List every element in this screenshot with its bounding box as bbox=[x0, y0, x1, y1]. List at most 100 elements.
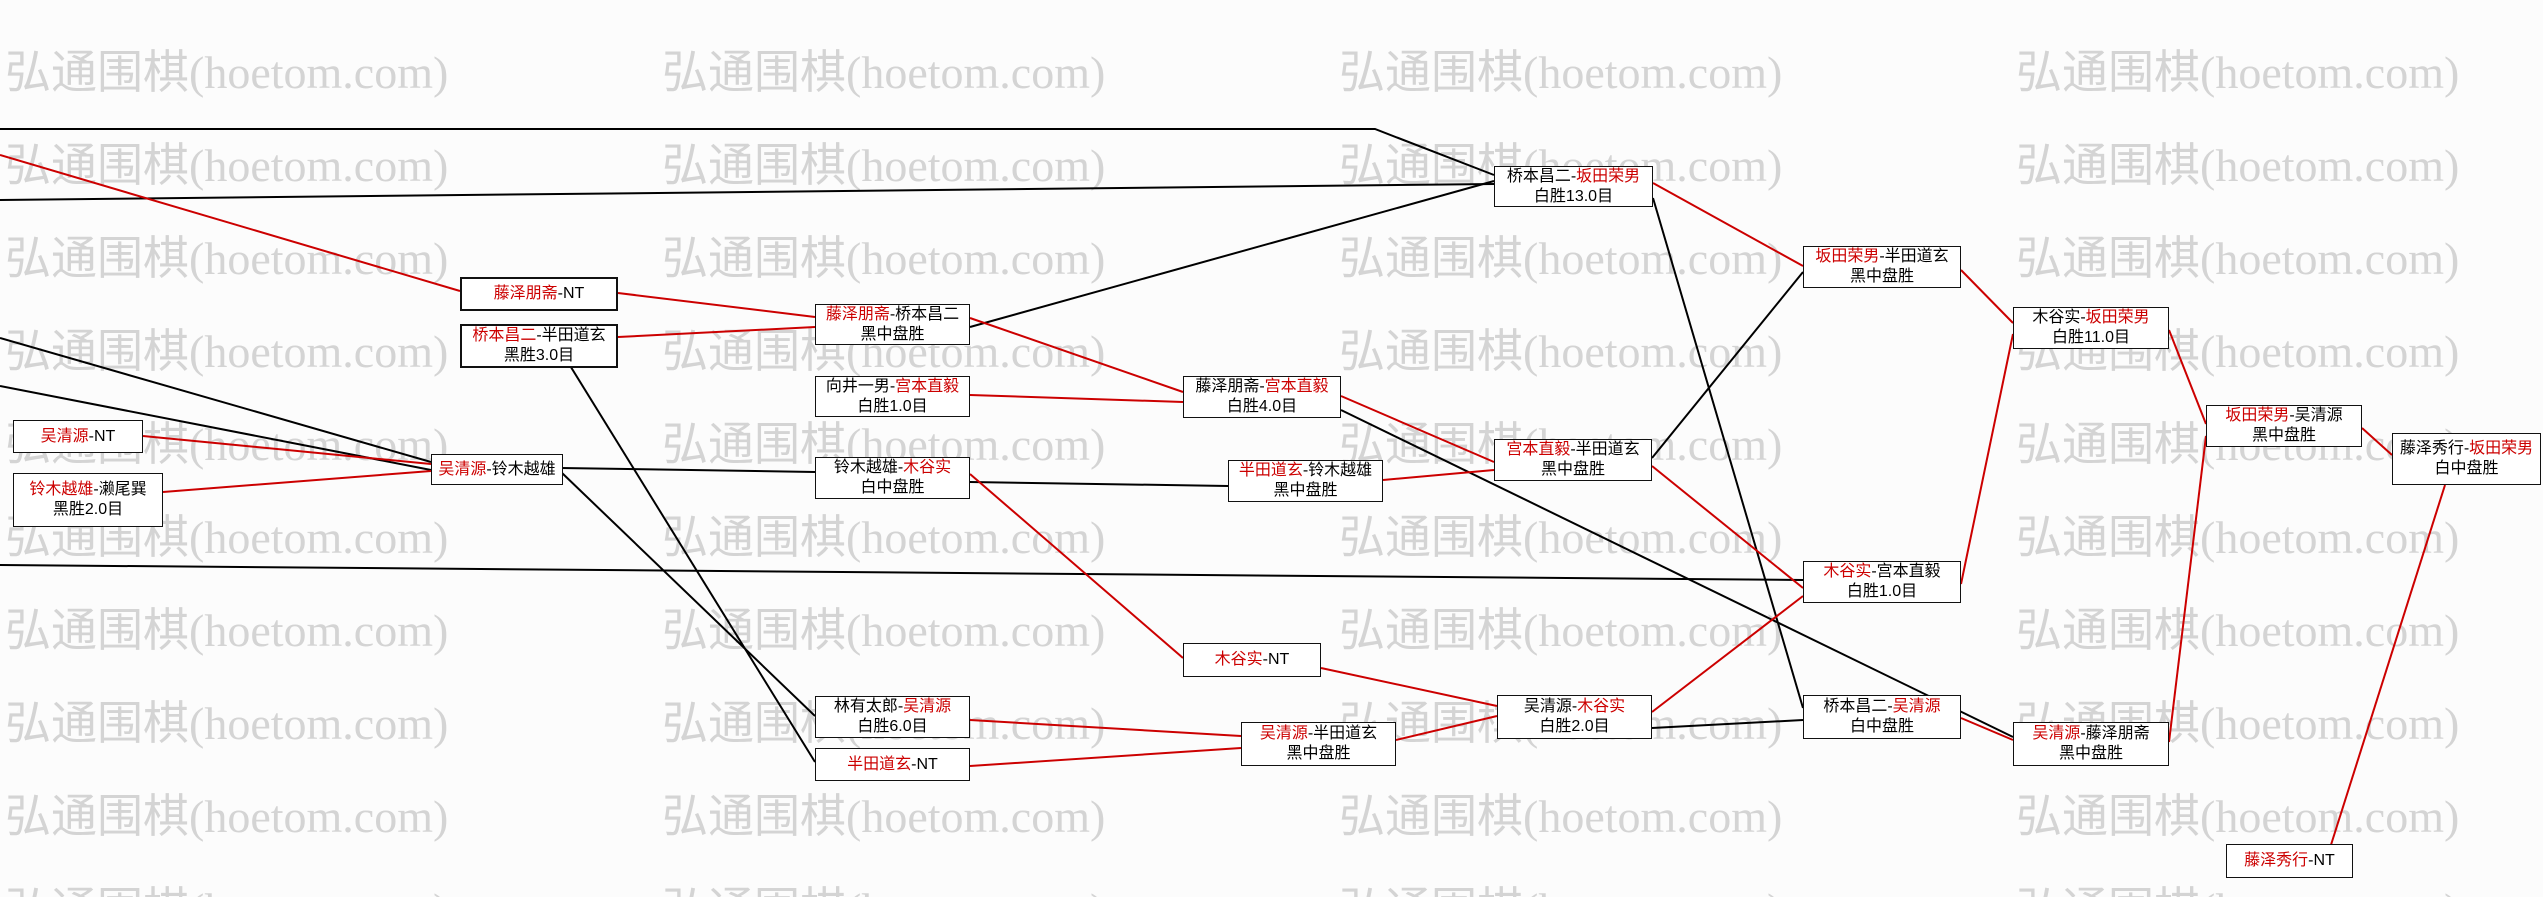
watermark-text: 弘通围棋(hoetom.com) bbox=[2016, 512, 2460, 563]
bracket-line bbox=[560, 350, 816, 763]
name-separator: - bbox=[889, 305, 896, 323]
watermark-text: 弘通围棋(hoetom.com) bbox=[1339, 791, 1783, 842]
winner-path-line bbox=[1651, 465, 1804, 589]
match-box-W[interactable]: 桥本昌二-吴清源白中盘胜 bbox=[1803, 695, 1961, 739]
watermark-text: 弘通围棋(hoetom.com) bbox=[2016, 791, 2460, 842]
match-players: 铃木越雄-木谷实 bbox=[834, 458, 951, 478]
match-players: 藤泽朋斋-NT bbox=[494, 284, 585, 304]
match-box-E[interactable]: 向井一男-宫本直毅白胜1.0目 bbox=[815, 376, 970, 417]
watermark-text: 弘通围棋(hoetom.com) bbox=[5, 791, 449, 842]
winner-name: 木谷实 bbox=[1214, 651, 1263, 668]
match-players: 桥本昌二-吴清源 bbox=[1823, 697, 1940, 717]
match-box-D[interactable]: 藤泽朋斋-桥本昌二黑中盘胜 bbox=[815, 304, 970, 345]
watermark-text: 弘通围棋(hoetom.com) bbox=[662, 47, 1106, 98]
player-name: 半田道玄 bbox=[1313, 725, 1378, 742]
bracket-line bbox=[0, 337, 432, 463]
bracket-line bbox=[1340, 409, 2014, 738]
winner-path-line bbox=[969, 394, 1184, 403]
winner-name: 铃木越雄 bbox=[29, 481, 94, 498]
watermark-text: 弘通围棋(hoetom.com) bbox=[662, 140, 1106, 191]
name-separator: - bbox=[93, 481, 99, 498]
match-result: 黑中盘胜 bbox=[1540, 461, 1605, 478]
watermark-text: 弘通围棋(hoetom.com) bbox=[1339, 512, 1783, 563]
winner-path-line bbox=[2329, 484, 2446, 849]
match-box-N[interactable]: 吴清源-铃木越雄 bbox=[431, 454, 563, 485]
winner-name: 木谷实 bbox=[1823, 563, 1872, 580]
match-box-G[interactable]: 宫本直毅-半田道玄黑中盘胜 bbox=[1494, 439, 1652, 481]
match-box-I[interactable]: 木谷实-坂田荣男白胜11.0目 bbox=[2013, 307, 2169, 349]
name-separator: - bbox=[1871, 563, 1877, 580]
name-separator: - bbox=[536, 327, 542, 344]
winner-name: 宫本直毅 bbox=[1264, 378, 1329, 395]
match-players: 坂田荣男-半田道玄 bbox=[1815, 247, 1948, 267]
watermark-text: 弘通围棋(hoetom.com) bbox=[662, 233, 1106, 284]
match-box-U[interactable]: 吴清源-半田道玄黑中盘胜 bbox=[1241, 722, 1396, 766]
match-box-P[interactable]: 半田道玄-铃木越雄黑中盘胜 bbox=[1228, 460, 1383, 502]
match-box-O[interactable]: 铃木越雄-木谷实白中盘胜 bbox=[815, 457, 970, 499]
match-players: 宫本直毅-半田道玄 bbox=[1506, 440, 1639, 460]
winner-name: 木谷实 bbox=[1577, 698, 1626, 715]
match-box-H[interactable]: 坂田荣男-半田道玄黑中盘胜 bbox=[1803, 246, 1961, 288]
match-result: 白胜6.0目 bbox=[857, 718, 928, 735]
player-name: 桥本昌二 bbox=[895, 305, 960, 323]
match-players: 藤泽秀行-NT bbox=[2244, 851, 2335, 871]
match-players: 林有太郎-吴清源 bbox=[834, 697, 951, 717]
match-box-L[interactable]: 吴清源-NT bbox=[13, 420, 143, 453]
winner-path-line bbox=[1320, 667, 1498, 707]
player-name: 半田道玄 bbox=[1884, 248, 1949, 265]
match-result: 黑胜3.0目 bbox=[503, 347, 575, 364]
name-separator: - bbox=[1307, 725, 1314, 742]
name-separator: - bbox=[1570, 441, 1576, 458]
match-box-Q[interactable]: 木谷实-宫本直毅白胜1.0目 bbox=[1803, 561, 1961, 603]
match-box-V[interactable]: 吴清源-木谷实白胜2.0目 bbox=[1497, 695, 1652, 739]
player-name: 铃木越雄 bbox=[1308, 462, 1373, 479]
winner-path-line bbox=[969, 747, 1242, 767]
winner-name: 藤泽秀行 bbox=[2244, 852, 2309, 869]
match-box-T[interactable]: 木谷实-NT bbox=[1183, 643, 1321, 677]
winner-path-line bbox=[969, 473, 1184, 659]
bracket-line bbox=[0, 385, 432, 471]
match-result: 白中盘胜 bbox=[2434, 460, 2499, 477]
winner-path-line bbox=[1382, 469, 1495, 481]
winner-name: 吴清源 bbox=[1259, 725, 1308, 742]
match-result: 白中盘胜 bbox=[1849, 718, 1914, 735]
winner-path-line bbox=[617, 292, 816, 318]
name-separator: - bbox=[2308, 852, 2314, 869]
match-box-Y[interactable]: 藤泽秀行-NT bbox=[2226, 844, 2353, 878]
match-result: 白胜1.0目 bbox=[1846, 583, 1918, 600]
winner-path-line bbox=[969, 317, 1184, 393]
match-box-R[interactable]: 林有太郎-吴清源白胜6.0目 bbox=[815, 696, 970, 738]
match-players: 木谷实-宫本直毅 bbox=[1823, 562, 1940, 582]
match-players: 木谷实-坂田荣男 bbox=[2032, 308, 2149, 328]
bracket-line bbox=[560, 471, 816, 717]
winner-path-line bbox=[1960, 269, 2014, 324]
name-separator: - bbox=[911, 755, 917, 773]
name-separator: - bbox=[2463, 440, 2470, 457]
match-players: 桥本昌二-坂田荣男 bbox=[1507, 167, 1640, 187]
name-separator: - bbox=[889, 377, 896, 395]
winner-name: 吴清源 bbox=[2032, 725, 2081, 742]
watermark-text: 弘通围棋(hoetom.com) bbox=[662, 605, 1106, 656]
watermark-text: 弘通围棋(hoetom.com) bbox=[1339, 605, 1783, 656]
match-box-K[interactable]: 藤泽秀行-坂田荣男白中盘胜 bbox=[2392, 433, 2541, 485]
match-box-B[interactable]: 藤泽朋斋-NT bbox=[460, 277, 618, 311]
winner-path-line bbox=[1960, 333, 2014, 585]
winner-path-line bbox=[1960, 717, 2014, 741]
winner-name: 坂田荣男 bbox=[1815, 248, 1880, 265]
winner-name: 藤泽朋斋 bbox=[493, 285, 558, 302]
winner-path-line bbox=[969, 719, 1242, 737]
name-separator: - bbox=[2080, 309, 2086, 326]
match-box-A[interactable]: 桥本昌二-坂田荣男白胜13.0目 bbox=[1494, 166, 1653, 207]
match-box-S[interactable]: 半田道玄-NT bbox=[815, 748, 970, 781]
match-players: 藤泽秀行-坂田荣男 bbox=[2400, 439, 2533, 459]
match-players: 吴清源-半田道玄 bbox=[1260, 724, 1377, 744]
match-box-X[interactable]: 吴清源-藤泽朋斋黑中盘胜 bbox=[2013, 722, 2169, 766]
winner-name: 半田道玄 bbox=[1238, 462, 1303, 479]
match-box-J[interactable]: 坂田荣男-吴清源黑中盘胜 bbox=[2206, 405, 2362, 447]
match-result: 黑中盘胜 bbox=[2251, 427, 2316, 444]
match-box-M[interactable]: 铃木越雄-濑尾巽黑胜2.0目 bbox=[13, 473, 163, 527]
match-box-F[interactable]: 藤泽朋斋-宫本直毅白胜4.0目 bbox=[1183, 376, 1341, 418]
match-box-C[interactable]: 桥本昌二-半田道玄黑胜3.0目 bbox=[460, 324, 618, 368]
winner-path-line bbox=[2168, 329, 2207, 425]
winner-name: 坂田荣男 bbox=[2225, 407, 2290, 424]
